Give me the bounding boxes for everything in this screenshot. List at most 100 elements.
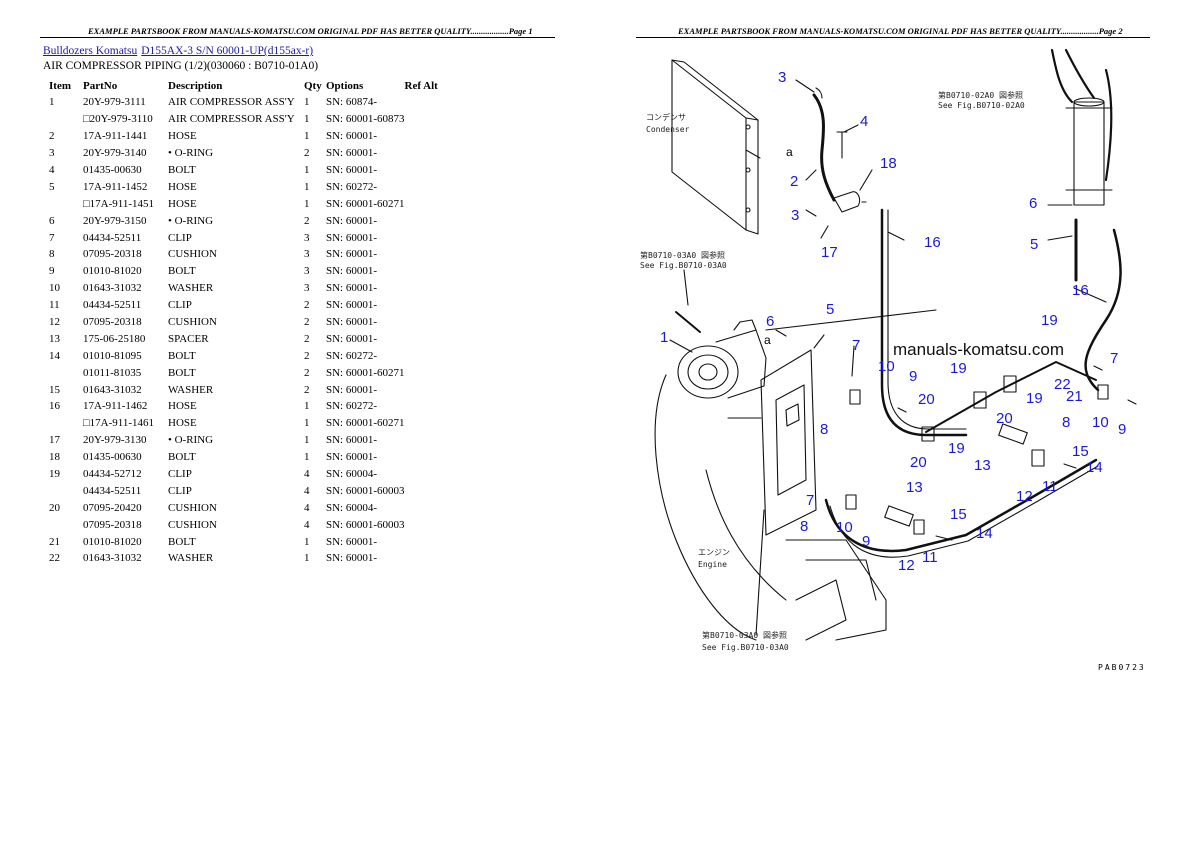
row-refalt (405, 381, 438, 398)
label-ref3-jp: 第B0710-03A0 図参照 (702, 630, 787, 640)
row-description: HOSE (168, 197, 197, 210)
row-options: SN: 60001-60271 (326, 197, 405, 210)
row-qty: 4 (304, 518, 310, 531)
row-item: 2 (49, 130, 55, 143)
row-item: 7 (49, 231, 55, 244)
column-header-description: Description (168, 79, 223, 92)
row-description: BOLT (168, 366, 196, 379)
row-refalt (405, 178, 438, 195)
diagram-drawing: 3 4 2 18 3 17 16 6 5 16 1 6 5 7 10 9 19 … (640, 48, 1137, 652)
callout-5b: 5 (826, 301, 834, 318)
compressor-pulley (677, 345, 739, 399)
row-options: SN: 60001- (326, 130, 378, 143)
breadcrumb-link-category[interactable]: Bulldozers Komatsu (43, 45, 138, 57)
row-refalt (405, 263, 438, 280)
row-item (43, 111, 83, 128)
row-partno: 07095-20318 (83, 248, 142, 261)
row-options: SN: 60001- (326, 535, 378, 548)
row-item: 19 (49, 468, 60, 481)
row-refalt (405, 195, 438, 212)
row-partno: 01010-81095 (83, 349, 142, 362)
row-partno: 04434-52511 (83, 484, 142, 497)
callout-14: 14 (1086, 459, 1103, 476)
label-condenser-jp: コンデンサ (646, 112, 686, 122)
column-header-item: Item (49, 79, 71, 92)
row-partno: 20Y-979-3111 (83, 96, 146, 109)
callout-5: 5 (1030, 236, 1038, 253)
row-qty: 1 (304, 180, 310, 193)
row-description: CUSHION (168, 501, 217, 514)
row-qty: 3 (304, 265, 310, 278)
row-partno: 07095-20420 (83, 501, 142, 514)
column-header-partno: PartNo (83, 79, 118, 92)
callout-3: 3 (778, 69, 786, 86)
callout-11: 11 (1042, 478, 1058, 495)
row-partno: 04434-52712 (83, 468, 142, 481)
row-description: HOSE (168, 180, 197, 193)
section-title: AIR COMPRESSOR PIPING (1/2)(030060 : B07… (43, 60, 319, 72)
row-refalt (405, 212, 438, 229)
row-qty: 2 (304, 147, 310, 160)
row-refalt (405, 128, 438, 145)
row-item: 11 (49, 299, 60, 312)
row-qty: 1 (304, 197, 310, 210)
row-item (43, 482, 83, 499)
row-item: 20 (49, 501, 60, 514)
callout-10: 10 (878, 358, 895, 375)
row-item (43, 195, 83, 212)
row-refalt (405, 229, 438, 246)
row-item: 12 (49, 316, 60, 329)
row-item (43, 516, 83, 533)
row-partno: 01010-81020 (83, 535, 142, 548)
row-qty: 2 (304, 316, 310, 329)
row-refalt (405, 499, 438, 516)
callout-18: 18 (880, 155, 897, 172)
row-partno: 17A-911-1462 (83, 400, 148, 413)
row-refalt (405, 246, 438, 263)
plate-code: PAB0723 (1098, 663, 1146, 672)
breadcrumb-link-model[interactable]: D155AX-3 S/N 60001-UP(d155ax-r) (141, 45, 314, 57)
row-description: • O-RING (168, 147, 214, 160)
row-description: CUSHION (168, 518, 217, 531)
callout-7c: 7 (806, 492, 814, 509)
row-options: SN: 60001- (326, 164, 378, 176)
row-options: SN: 60001- (326, 282, 378, 295)
row-description: CUSHION (168, 316, 217, 329)
row-refalt (405, 111, 438, 128)
row-partno: 01011-81035 (83, 366, 142, 379)
row-qty: 1 (304, 400, 310, 413)
row-partno: 07095-20318 (83, 518, 142, 531)
row-qty: 3 (304, 282, 310, 295)
column-header-refalt: Ref Alt (404, 79, 438, 92)
row-description: • O-RING (168, 434, 214, 447)
row-refalt (405, 94, 438, 111)
parts-table: Item PartNo Description Qty Options Ref … (43, 77, 438, 567)
row-refalt (405, 297, 438, 314)
row-description: HOSE (168, 130, 197, 143)
row-partno: 01435-00630 (83, 164, 142, 176)
row-options: SN: 60001- (326, 299, 378, 312)
callout-2: 2 (790, 173, 798, 190)
row-item: 3 (49, 147, 55, 160)
row-item: 5 (49, 180, 55, 193)
label-condenser-en: Condenser (646, 125, 690, 134)
row-item: 10 (49, 282, 60, 295)
row-options: SN: 60001-60003 (326, 484, 405, 497)
callout-19c: 19 (1026, 390, 1043, 407)
row-qty: 2 (304, 349, 310, 362)
row-qty: 1 (304, 164, 310, 176)
row-options: SN: 60001- (326, 434, 378, 447)
page-header-right: EXAMPLE PARTSBOOK FROM MANUALS-KOMATSU.C… (678, 26, 1123, 36)
row-item: 22 (49, 552, 60, 565)
